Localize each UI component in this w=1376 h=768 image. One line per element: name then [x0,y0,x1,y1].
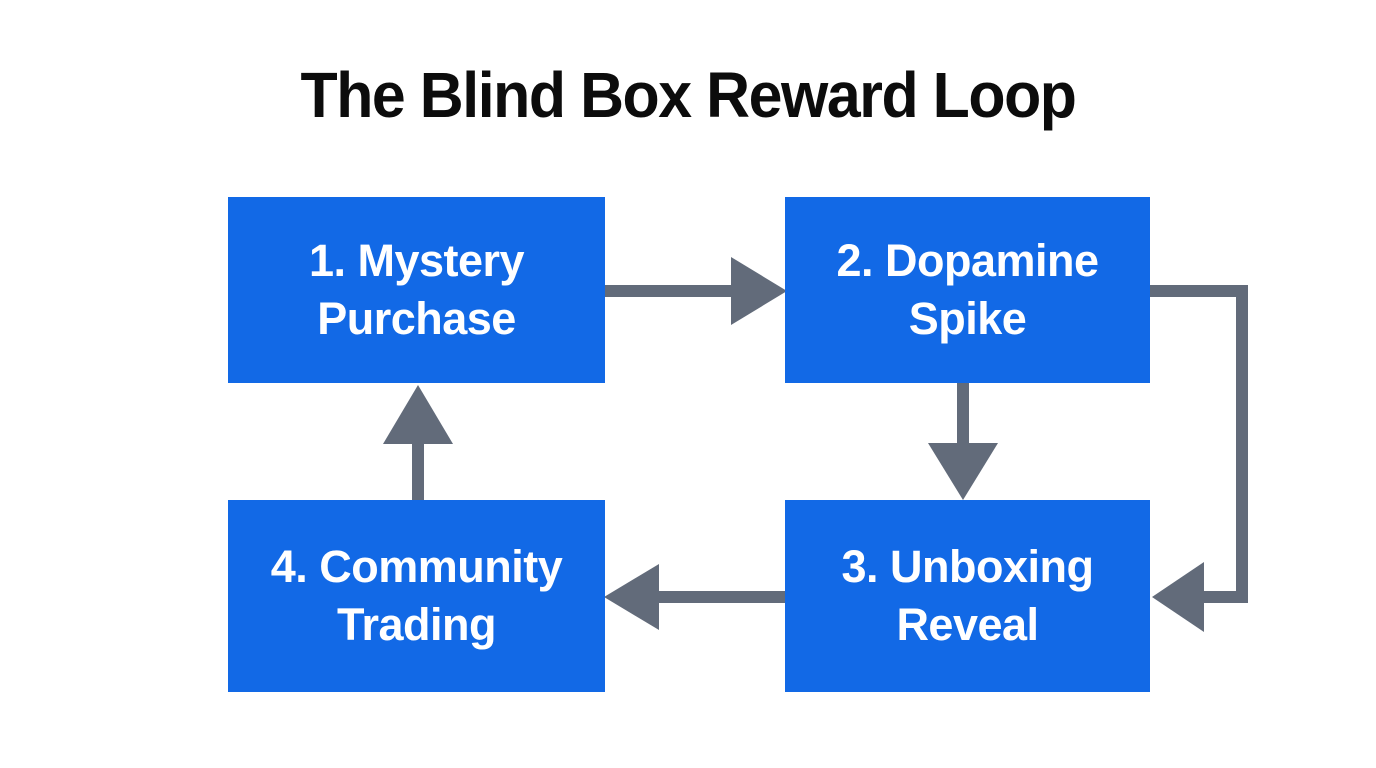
node-label-line: 3. Unboxing [841,541,1095,592]
node-label-line: 2. Dopamine [836,235,1099,286]
node-label-line: 4. Community [270,541,563,592]
arrow-community-to-mystery [383,385,453,501]
node-mystery-purchase-label: 1. Mystery Purchase [308,232,525,348]
arrow-mystery-to-dopamine [604,257,787,325]
node-label-line: Trading [336,599,497,650]
node-label-line: 1. Mystery [308,235,525,286]
node-mystery-purchase: 1. Mystery Purchase [228,197,605,383]
node-unboxing-reveal-label: 3. Unboxing Reveal [841,538,1095,654]
node-community-trading-label: 4. Community Trading [271,538,563,654]
node-dopamine-spike-label: 2. Dopamine Spike [836,232,1099,348]
node-label-line: Reveal [896,599,1039,650]
arrow-unboxing-to-community [604,564,786,630]
node-dopamine-spike: 2. Dopamine Spike [785,197,1150,383]
arrow-dopamine-to-unboxing-down [928,382,998,500]
node-label-line: Purchase [317,293,516,344]
node-label-line: Spike [908,293,1027,344]
diagram-title: The Blind Box Reward Loop [300,59,1076,131]
node-community-trading: 4. Community Trading [228,500,605,692]
node-unboxing-reveal: 3. Unboxing Reveal [785,500,1150,692]
arrow-dopamine-to-unboxing-loop [1150,285,1248,632]
